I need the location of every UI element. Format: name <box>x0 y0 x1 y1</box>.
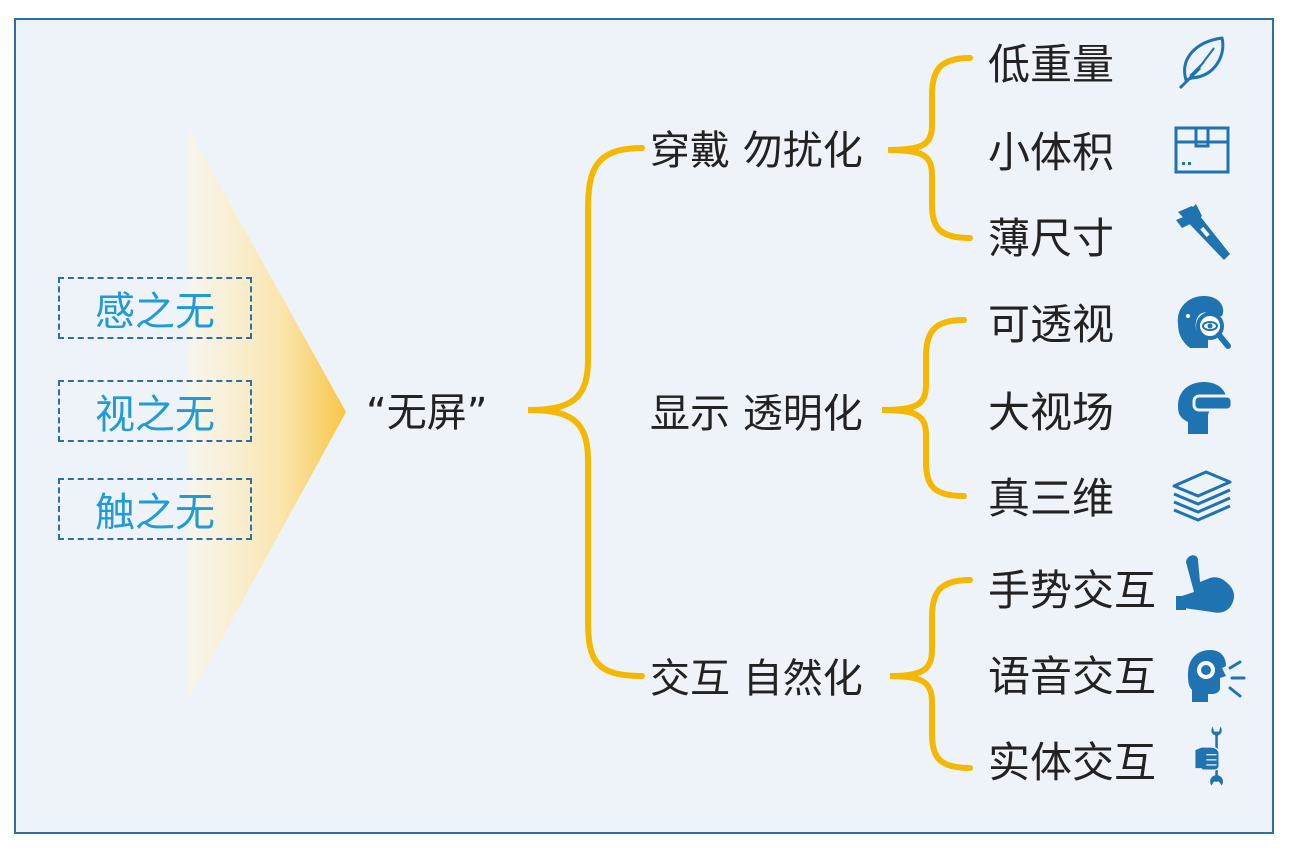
brace-branch-3 <box>889 577 973 771</box>
branch-3-label: 交互 自然化 <box>650 656 863 702</box>
left-item-2: 视之无 <box>58 380 252 442</box>
leaf-3-2: 语音交互 <box>988 652 1157 701</box>
wedge-arrow <box>188 128 346 700</box>
leaf-3-1: 手势交互 <box>988 566 1157 615</box>
left-item-3: 触之无 <box>58 478 252 540</box>
eye-magnifier-icon <box>1177 296 1231 349</box>
left-item-1: 感之无 <box>58 277 252 339</box>
leaf-1-3: 薄尺寸 <box>988 214 1115 263</box>
caliper-icon <box>1176 204 1230 260</box>
brace-branch-1 <box>887 55 973 241</box>
voice-head-icon <box>1188 650 1246 702</box>
leaf-1-1: 低重量 <box>988 40 1115 89</box>
leaf-2-1: 可透视 <box>988 300 1115 349</box>
box-icon <box>1174 126 1230 174</box>
leaf-3-3: 实体交互 <box>988 738 1157 787</box>
branch-1-label: 穿戴 勿扰化 <box>650 128 863 174</box>
leaf-2-3: 真三维 <box>988 474 1115 523</box>
feather-icon <box>1178 36 1225 90</box>
brace-branch-2 <box>881 317 967 499</box>
main-brace <box>527 145 645 679</box>
vr-headset-icon <box>1178 382 1234 434</box>
pointing-hand-icon <box>1176 555 1234 613</box>
leaf-1-2: 小体积 <box>988 128 1115 177</box>
hand-wrench-icon <box>1194 726 1223 786</box>
leaf-2-2: 大视场 <box>988 388 1115 437</box>
root-node: “无屏” <box>366 390 488 436</box>
layers-icon <box>1172 470 1232 522</box>
branch-2-label: 显示 透明化 <box>650 391 863 437</box>
